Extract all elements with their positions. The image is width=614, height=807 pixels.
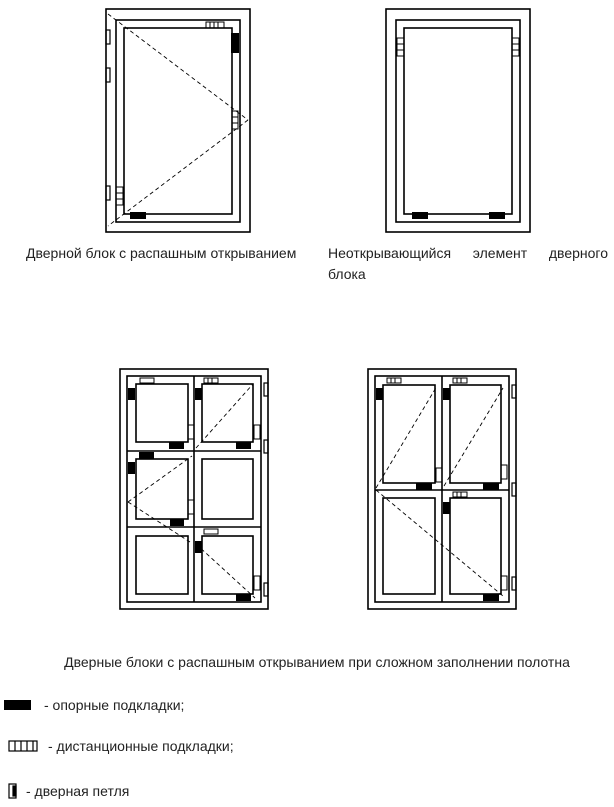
distance-pads bbox=[139, 377, 261, 591]
caption-complex-doors: Дверные блоки с распашным открыванием пр… bbox=[64, 654, 570, 670]
complex-door-drawing-b bbox=[367, 368, 517, 610]
caption-swing-door: Дверной блок с распашным открыванием bbox=[26, 245, 297, 261]
legend-distance-pads-label: - дистанционные подкладки; bbox=[48, 738, 234, 754]
complex-door-drawing-a bbox=[119, 368, 269, 610]
fixed-element-drawing bbox=[385, 8, 531, 233]
opening-lines bbox=[127, 383, 256, 599]
opening-lines bbox=[375, 385, 504, 597]
swing-door-drawing bbox=[105, 8, 251, 233]
legend-distance-pads: - дистанционные подкладки; bbox=[0, 737, 300, 757]
hinges bbox=[263, 382, 269, 597]
support-pads bbox=[412, 212, 505, 219]
frame-outer bbox=[105, 8, 251, 233]
support-pads bbox=[128, 388, 251, 601]
frame-outer bbox=[385, 8, 531, 233]
distance-pad-symbol bbox=[8, 740, 38, 752]
hinges bbox=[511, 384, 517, 591]
caption-fixed-line1: Неоткрывающийся элемент дверного bbox=[328, 245, 608, 261]
glass-pane bbox=[123, 27, 233, 215]
distance-pads bbox=[386, 377, 508, 591]
caption-fixed-element: Неоткрывающийся элемент дверного блока bbox=[328, 243, 608, 285]
frame-outer bbox=[119, 368, 269, 610]
caption-fixed-line2: блока bbox=[328, 266, 366, 282]
distance-pads bbox=[115, 21, 239, 206]
legend-support-pads-label: - опорные подкладки; bbox=[44, 697, 185, 713]
opening-lines bbox=[107, 13, 249, 227]
hinges bbox=[105, 29, 111, 201]
door-hinge-symbol bbox=[8, 783, 17, 799]
legend-door-hinge-label: - дверная петля bbox=[26, 783, 130, 799]
support-pads bbox=[130, 33, 239, 219]
support-pads bbox=[376, 388, 499, 601]
sash-outer bbox=[115, 19, 241, 223]
legend-support-pads: - опорные подкладки; bbox=[0, 696, 300, 716]
sash-outer bbox=[395, 19, 521, 223]
glass-pane bbox=[403, 27, 513, 215]
distance-pads bbox=[396, 37, 520, 57]
legend-door-hinge: - дверная петля bbox=[0, 782, 300, 802]
support-pad-symbol bbox=[4, 700, 31, 710]
